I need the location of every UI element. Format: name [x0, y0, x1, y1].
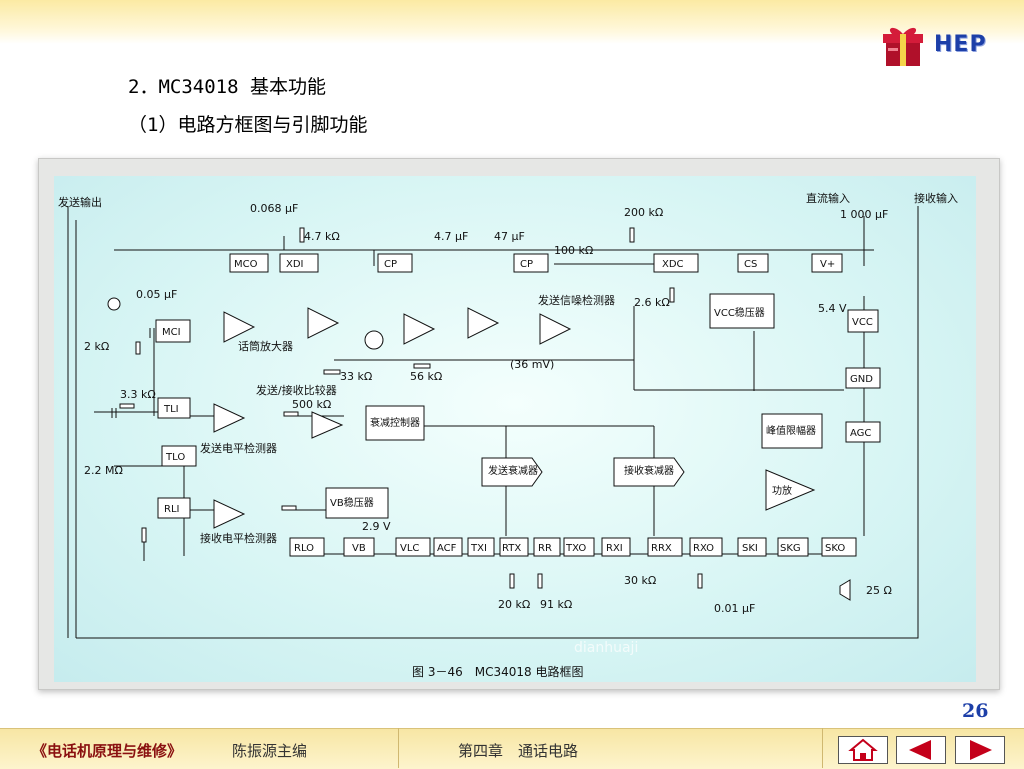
next-button[interactable] [955, 736, 1005, 764]
watermark: dianhuaji [574, 640, 638, 656]
label-recv-attn: 接收衰减器 [624, 464, 674, 477]
svg-text:SKG: SKG [780, 543, 801, 554]
diagram-caption: 图 3－46 MC34018 电路框图 [412, 664, 583, 679]
gift-box-icon [883, 27, 923, 66]
label-send-out: 发送输出 [58, 195, 102, 209]
footer-divider [822, 728, 823, 768]
svg-text:XDI: XDI [286, 259, 304, 270]
page-number: 26 [962, 700, 989, 722]
amplifiers [213, 307, 816, 529]
diagram-labels: 发送输出 直流输入 接收输入 话筒放大器 发送信噪检测器 发送/接收比较器 发送… [58, 191, 958, 679]
footer-chapter: 第四章 通话电路 [458, 742, 579, 760]
svg-text:MCO: MCO [234, 259, 258, 270]
value-2k: 2 kΩ [84, 340, 109, 353]
label-recv-in: 接收输入 [914, 191, 958, 205]
svg-text:AGC: AGC [850, 428, 871, 439]
svg-text:VCC: VCC [852, 317, 873, 328]
label-vb-reg: VB稳压器 [330, 496, 374, 509]
value-56k: 56 kΩ [410, 370, 442, 383]
label-recv-level: 接收电平检测器 [200, 531, 277, 545]
footer-book-title: 《电话机原理与维修》 [32, 742, 183, 760]
value-18k: 30 kΩ [624, 574, 656, 587]
svg-text:VB: VB [352, 543, 366, 554]
value-30k: 91 kΩ [540, 598, 572, 611]
section-title: 2．MC34018 基本功能 [128, 76, 326, 98]
svg-text:GND: GND [850, 374, 873, 385]
label-attn-ctrl: 衰减控制器 [370, 416, 420, 429]
block-column-right [325, 293, 881, 519]
value-47uf: 47 μF [494, 230, 525, 243]
svg-text:RLO: RLO [294, 543, 314, 554]
logo-text: HEP [934, 32, 987, 57]
block-column-left-labels: MCI TLI TLO RLI [162, 327, 185, 515]
home-icon [848, 738, 878, 761]
value-500k-a: 500 kΩ [292, 398, 331, 411]
label-2-9v: 2.9 V [362, 520, 391, 533]
pin-row-bottom-labels: RLO VB VLC ACF TXI RTX RR TXO RXI RRX RXO SKI SK… [294, 543, 845, 554]
svg-text:TLI: TLI [163, 404, 179, 415]
subsection-title: （1）电路方框图与引脚功能 [128, 114, 368, 136]
block-column-right-labels: VCC GND AGC [850, 317, 873, 439]
label-peak-lim: 峰值限幅器 [766, 424, 816, 437]
label-send-attn: 发送衰减器 [488, 464, 538, 477]
svg-text:RLI: RLI [164, 504, 179, 515]
svg-text:TLO: TLO [165, 452, 185, 463]
value-26k: 2.6 kΩ [634, 296, 670, 309]
svg-text:RTX: RTX [502, 543, 521, 554]
label-send-noise: 发送信噪检测器 [538, 293, 615, 307]
label-send-recv-comp: 发送/接收比较器 [256, 383, 337, 397]
block-column-left [155, 319, 197, 519]
svg-text:SKO: SKO [825, 543, 845, 554]
svg-text:RXO: RXO [693, 543, 714, 554]
components [107, 227, 851, 601]
footer-divider [398, 728, 399, 768]
svg-text:XDC: XDC [662, 259, 684, 270]
label-dc-in: 直流输入 [806, 191, 850, 205]
value-33k: 3.3 kΩ [120, 388, 156, 401]
value-100k: 100 kΩ [554, 244, 593, 257]
svg-text:TXO: TXO [565, 543, 586, 554]
svg-text:RXI: RXI [606, 543, 623, 554]
label-mic-amp: 话筒放大器 [238, 339, 293, 353]
prev-button[interactable] [896, 736, 946, 764]
svg-text:CP: CP [520, 259, 533, 270]
block-row-top [229, 253, 843, 273]
label-power-amp: 功放 [772, 484, 792, 497]
value-0068uf: 0.068 μF [250, 202, 298, 215]
svg-text:RR: RR [538, 543, 552, 554]
value-1000uf: 1 000 μF [840, 208, 888, 221]
circuit-block-diagram: MCO XDI CP CP XDC CS V+ MCI TLI TLO RLI VCC GND… [58, 191, 958, 679]
header-band [0, 0, 1024, 44]
label-5-4v: 5.4 V [818, 302, 847, 315]
value-22m: 2.2 MΩ [84, 464, 123, 477]
hep-logo: HEP [876, 20, 1006, 76]
label-vcc-reg: VCC稳压器 [714, 306, 765, 319]
value-001uf: 0.01 μF [714, 602, 755, 615]
svg-text:CP: CP [384, 259, 397, 270]
footer-editor: 陈振源主编 [232, 742, 308, 760]
value-33k-b: 33 kΩ [340, 370, 372, 383]
value-47k-top: 4.7 kΩ [304, 230, 340, 243]
prev-arrow-icon [909, 740, 931, 760]
label-vth: (36 mV) [510, 358, 554, 371]
svg-text:TXI: TXI [470, 543, 487, 554]
label-send-level: 发送电平检测器 [200, 441, 277, 455]
block-row-top-labels: MCO XDI CP CP XDC CS V+ [234, 259, 835, 270]
svg-text:V+: V+ [820, 259, 835, 270]
value-25ohm: 25 Ω [866, 584, 892, 597]
pin-row-bottom [289, 537, 857, 557]
svg-text:RRX: RRX [651, 543, 672, 554]
value-005uf: 0.05 μF [136, 288, 177, 301]
value-91k: 20 kΩ [498, 598, 530, 611]
svg-text:VLC: VLC [400, 543, 419, 554]
home-button[interactable] [838, 736, 888, 764]
svg-text:SKI: SKI [742, 543, 758, 554]
svg-text:CS: CS [744, 259, 757, 270]
svg-text:MCI: MCI [162, 327, 181, 338]
next-arrow-icon [970, 740, 992, 760]
value-47uf-top: 4.7 μF [434, 230, 468, 243]
attenuators [481, 457, 685, 487]
value-200k: 200 kΩ [624, 206, 663, 219]
svg-text:ACF: ACF [437, 543, 457, 554]
